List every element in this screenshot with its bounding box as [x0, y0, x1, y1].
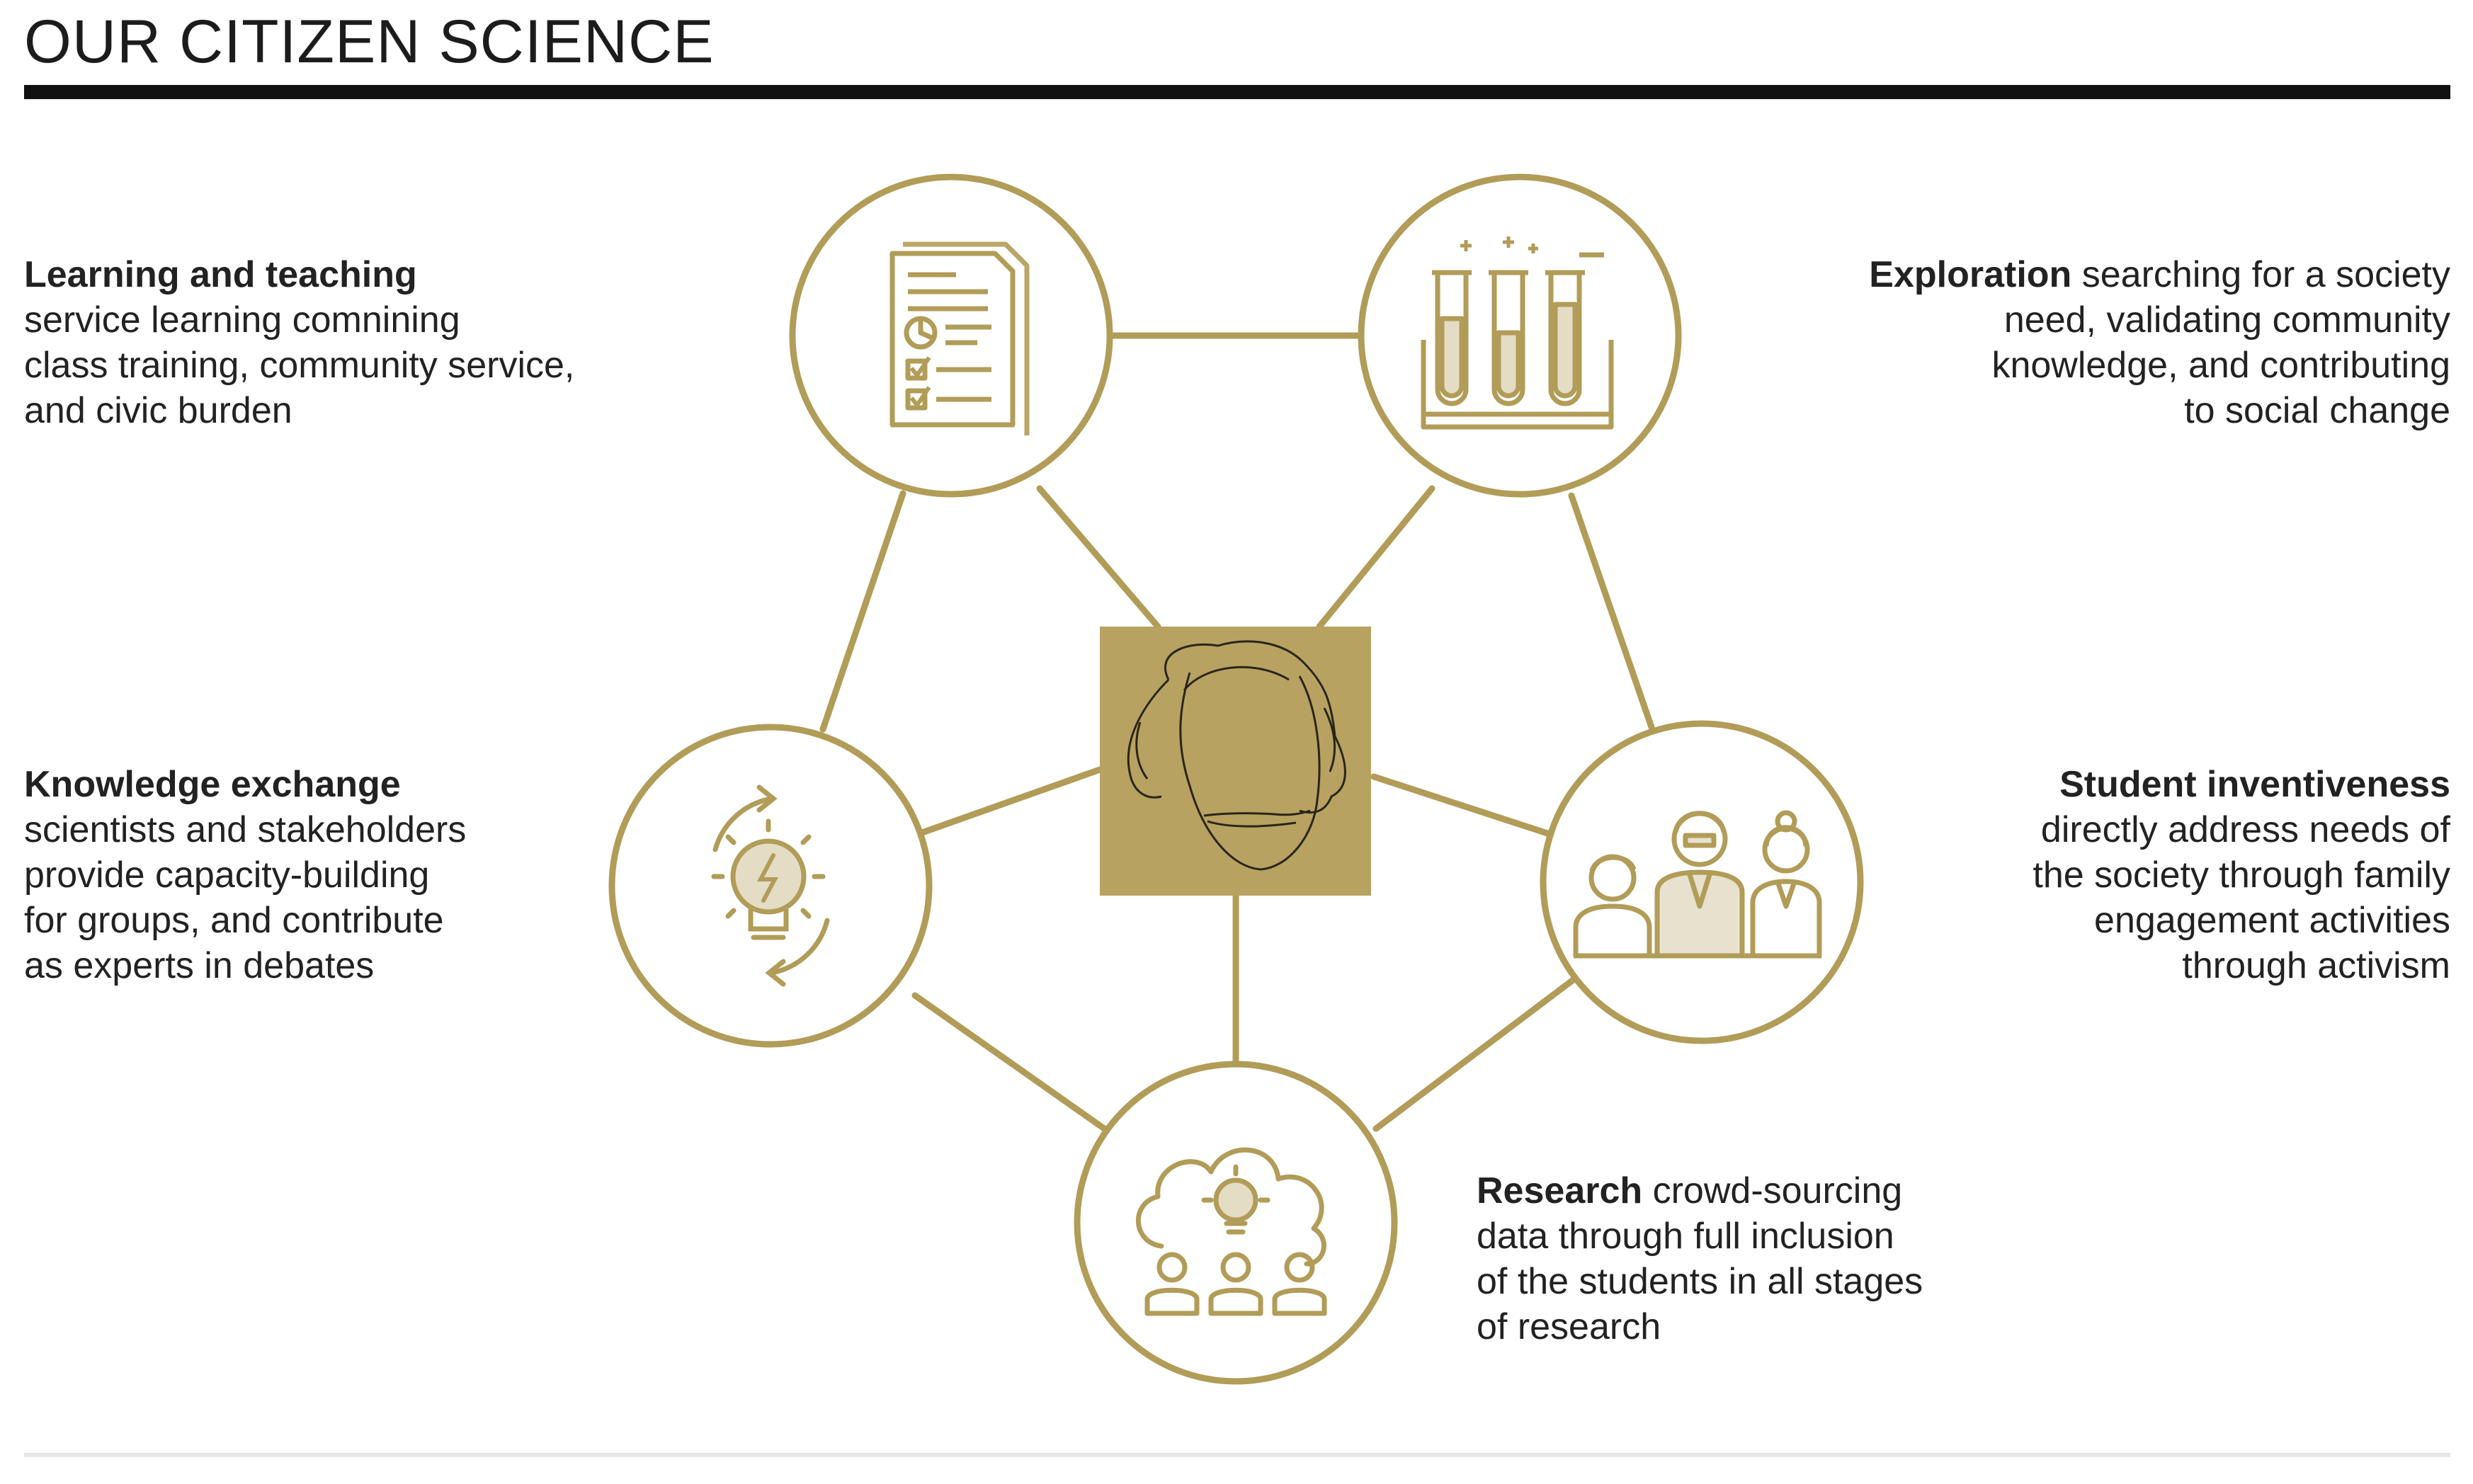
- spoke-inventiveness: [1370, 773, 1553, 838]
- exploration-line: searching for a society: [2071, 254, 2450, 295]
- documents-checklist-icon: [889, 241, 1030, 435]
- exploration-text: Exploration searching for a society need…: [1742, 252, 2450, 433]
- edge-knowledge-learning: [819, 490, 906, 733]
- inventiveness-line: engagement activities: [2094, 900, 2450, 941]
- learning-heading: Learning and teaching: [24, 254, 417, 295]
- node-learning: [789, 173, 1113, 498]
- inventiveness-line: through activism: [2182, 945, 2450, 986]
- cloud-idea-people-icon: [1136, 1147, 1327, 1316]
- knowledge-line: scientists and stakeholders: [24, 809, 467, 850]
- test-tubes-icon: [1421, 236, 1614, 430]
- center-portrait: [1100, 627, 1371, 896]
- knowledge-heading: Knowledge exchange: [24, 764, 401, 805]
- research-line: of research: [1477, 1306, 1661, 1347]
- edge-research-knowledge: [911, 992, 1110, 1134]
- inventiveness-heading: Student inventiveness: [2059, 764, 2450, 805]
- learning-line: and civic burden: [24, 390, 292, 431]
- inventiveness-line: directly address needs of: [2040, 809, 2450, 850]
- inventiveness-line: the society through family: [2033, 855, 2450, 896]
- bottom-rule: [24, 1453, 2450, 1457]
- research-text: Research crowd-sourcing data through ful…: [1477, 1168, 2114, 1349]
- node-research: [1074, 1061, 1398, 1385]
- learning-line: service learning comnining: [24, 299, 460, 341]
- research-line: crowd-sourcing: [1642, 1170, 1903, 1211]
- research-line: data through full inclusion: [1477, 1216, 1894, 1257]
- spoke-exploration: [1316, 485, 1436, 630]
- learning-line: class training, community service,: [24, 345, 575, 386]
- exploration-line: to social change: [2184, 390, 2450, 431]
- lightbulb-cycle-icon: [711, 784, 830, 987]
- exploration-heading: Exploration: [1869, 254, 2072, 295]
- spoke-learning: [1036, 485, 1161, 630]
- spoke-knowledge: [919, 766, 1103, 836]
- node-exploration: [1358, 173, 1682, 498]
- inventiveness-text: Student inventiveness directly address n…: [1884, 762, 2450, 988]
- edge-exploration-inventiveness: [1568, 492, 1655, 731]
- node-knowledge: [608, 724, 933, 1048]
- title-rule: [24, 85, 2450, 99]
- people-group-icon: [1573, 810, 1822, 959]
- knowledge-text: Knowledge exchange scientists and stakeh…: [24, 762, 591, 988]
- portrait-sketch-icon: [1127, 640, 1346, 871]
- node-inventiveness: [1540, 720, 1864, 1044]
- knowledge-line: as experts in debates: [24, 945, 375, 986]
- knowledge-line: for groups, and contribute: [24, 900, 444, 941]
- page-title: OUR CITIZEN SCIENCE: [24, 8, 715, 76]
- knowledge-line: provide capacity-building: [24, 855, 430, 896]
- learning-text: Learning and teaching service learning c…: [24, 252, 661, 433]
- research-heading: Research: [1477, 1170, 1643, 1211]
- research-line: of the students in all stages: [1477, 1261, 1923, 1302]
- exploration-line: need, validating community: [2003, 299, 2450, 341]
- edge-inventiveness-research: [1372, 977, 1576, 1132]
- exploration-line: knowledge, and contributing: [1991, 345, 2450, 386]
